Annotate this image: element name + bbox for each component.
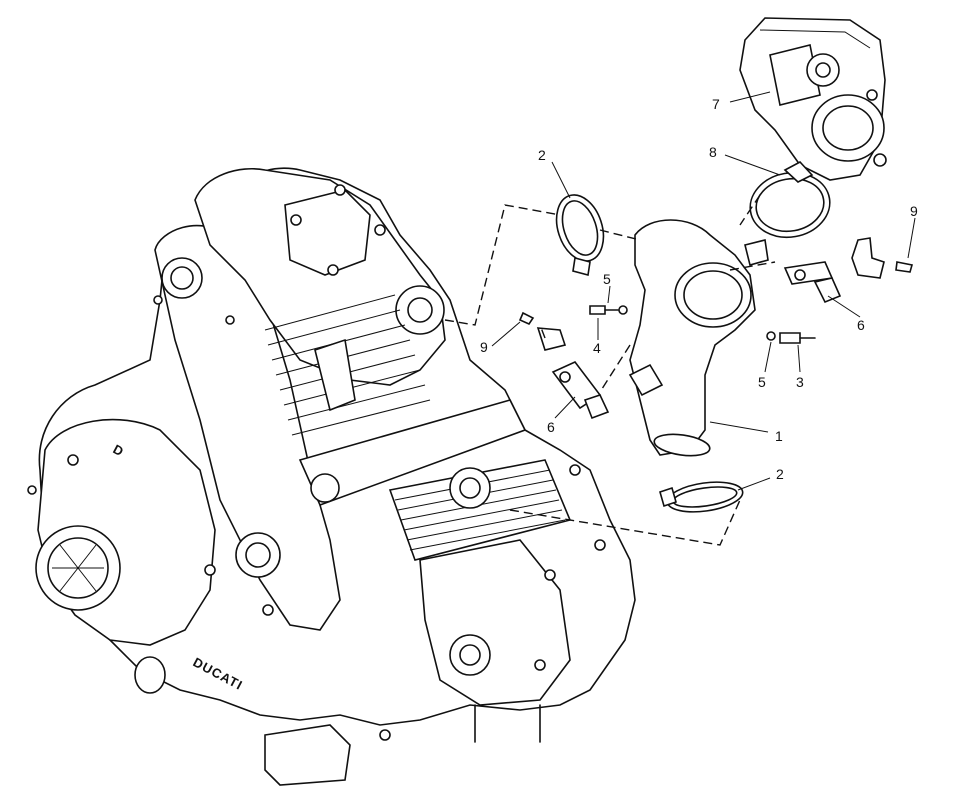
screw-9-left bbox=[518, 311, 567, 351]
callout-2-top: 2 bbox=[538, 147, 546, 163]
fuel-fitting-right bbox=[851, 237, 885, 279]
callout-labels: 2 7 8 9 5 6 9 4 5 3 6 1 2 bbox=[480, 96, 918, 482]
callout-6-left: 6 bbox=[547, 419, 555, 435]
callout-9-right: 9 bbox=[910, 203, 918, 219]
callout-8: 8 bbox=[709, 144, 717, 160]
callout-5-bottom: 5 bbox=[758, 374, 766, 390]
callout-3: 3 bbox=[796, 374, 804, 390]
callout-5-top: 5 bbox=[603, 271, 611, 287]
hose-clamp-2-top bbox=[555, 194, 605, 277]
screw-9-right bbox=[895, 261, 914, 273]
throttle-body bbox=[739, 17, 887, 181]
callout-2-bottom: 2 bbox=[776, 466, 784, 482]
leader-lines bbox=[491, 91, 916, 491]
callout-9-left: 9 bbox=[480, 339, 488, 355]
hose-clamp-2-bottom bbox=[659, 481, 744, 513]
callout-1: 1 bbox=[775, 428, 783, 444]
engine-assembly: D bbox=[27, 167, 636, 786]
assembly-center-lines bbox=[444, 194, 776, 546]
callout-7: 7 bbox=[712, 96, 720, 112]
sensor-3 bbox=[779, 332, 816, 344]
bolt-4 bbox=[589, 305, 619, 315]
callout-6-right: 6 bbox=[857, 317, 865, 333]
washer-5-bottom bbox=[766, 331, 776, 341]
clamp-ring-8 bbox=[749, 161, 831, 239]
callout-4: 4 bbox=[593, 340, 601, 356]
injector-6-left bbox=[551, 361, 610, 420]
engine-bolts bbox=[27, 184, 606, 741]
injector-6-right bbox=[783, 261, 842, 304]
intake-manifold bbox=[628, 219, 769, 457]
washer-5-top bbox=[618, 305, 628, 315]
